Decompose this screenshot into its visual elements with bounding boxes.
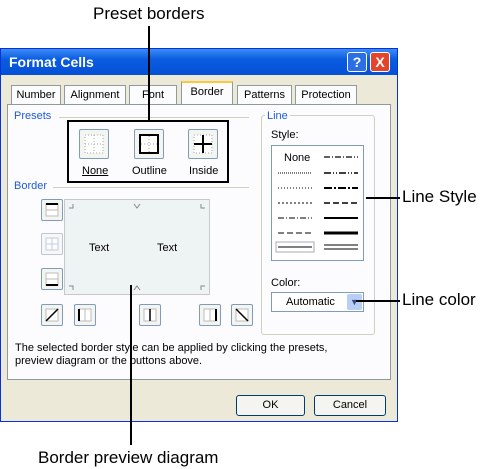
- tab-protection[interactable]: Protection: [295, 85, 357, 104]
- preview-callout-line: [130, 285, 132, 445]
- line-group-label: Line: [265, 110, 290, 122]
- border-diagonal-up-button[interactable]: [41, 304, 63, 326]
- border-left-icon: [78, 308, 92, 322]
- border-center-button[interactable]: [139, 304, 161, 326]
- line-color-callout-line: [356, 300, 400, 302]
- border-right-icon: [203, 308, 217, 322]
- tab-font[interactable]: Font: [129, 85, 177, 104]
- border-center-icon: [143, 308, 157, 322]
- help-button[interactable]: ?: [347, 52, 367, 72]
- line-style-list[interactable]: None: [271, 145, 364, 261]
- chevron-down-icon[interactable]: ▼: [347, 294, 362, 310]
- diagonal-down-icon: [235, 308, 249, 322]
- line-color-value: Automatic: [286, 296, 335, 308]
- preset-inside-label: Inside: [189, 165, 219, 177]
- tab-alignment[interactable]: Alignment: [64, 85, 126, 104]
- border-bottom-button[interactable]: [41, 268, 63, 290]
- border-preview-callout: Border preview diagram: [38, 448, 219, 467]
- preview-text-left: Text: [89, 242, 110, 254]
- tab-patterns[interactable]: Patterns: [237, 85, 292, 104]
- border-hint-text: The selected border style can be applied…: [15, 342, 328, 367]
- border-right-button[interactable]: [199, 304, 221, 326]
- close-button[interactable]: X: [370, 52, 390, 72]
- presets-separator: [59, 117, 249, 118]
- presets-group-label: Presets: [14, 110, 52, 122]
- diagonal-up-icon: [45, 308, 59, 322]
- preset-none-label: None: [82, 165, 109, 177]
- line-style-samples: [275, 156, 358, 253]
- preset-borders-callout: Preset borders: [93, 4, 205, 23]
- border-group-label: Border: [14, 180, 48, 192]
- style-label: Style:: [271, 129, 299, 141]
- border-middle-icon: [45, 237, 59, 251]
- border-diagonal-down-button[interactable]: [231, 304, 253, 326]
- color-label: Color:: [271, 277, 301, 289]
- preset-none-button[interactable]: [79, 129, 109, 159]
- dialog-title: Format Cells: [9, 54, 94, 70]
- preset-callout-line: [148, 26, 150, 122]
- cancel-button[interactable]: Cancel: [314, 395, 386, 416]
- border-preview-diagram[interactable]: Text Text: [64, 199, 210, 295]
- border-middle-button[interactable]: [41, 233, 63, 255]
- line-style-callout: Line Style: [402, 187, 477, 206]
- line-color-dropdown[interactable]: Automatic ▼: [271, 292, 364, 312]
- preset-outline-icon: [139, 134, 159, 154]
- border-top-icon: [45, 203, 59, 217]
- line-style-callout-line: [366, 197, 400, 199]
- line-color-callout: Line color: [402, 290, 476, 309]
- line-group-frame: [261, 115, 375, 335]
- preset-inside-icon: [193, 134, 213, 154]
- border-bottom-icon: [45, 272, 59, 286]
- tab-border[interactable]: Border: [181, 81, 233, 105]
- ok-button[interactable]: OK: [236, 395, 305, 416]
- preset-none-icon: [84, 134, 104, 154]
- preview-corner-marks: [69, 203, 205, 291]
- tab-number[interactable]: Number: [11, 85, 61, 104]
- border-left-button[interactable]: [74, 304, 96, 326]
- border-separator: [53, 187, 249, 188]
- preset-outline-label: Outline: [132, 165, 167, 177]
- line-style-none[interactable]: None: [284, 152, 311, 164]
- title-bar: Format Cells ? X: [1, 49, 397, 75]
- preset-inside-button[interactable]: [188, 129, 218, 159]
- format-cells-dialog: Format Cells ? X Number Alignment Font B…: [0, 48, 398, 422]
- preview-text-right: Text: [157, 242, 178, 254]
- preset-outline-button[interactable]: [134, 129, 164, 159]
- border-top-button[interactable]: [41, 199, 63, 221]
